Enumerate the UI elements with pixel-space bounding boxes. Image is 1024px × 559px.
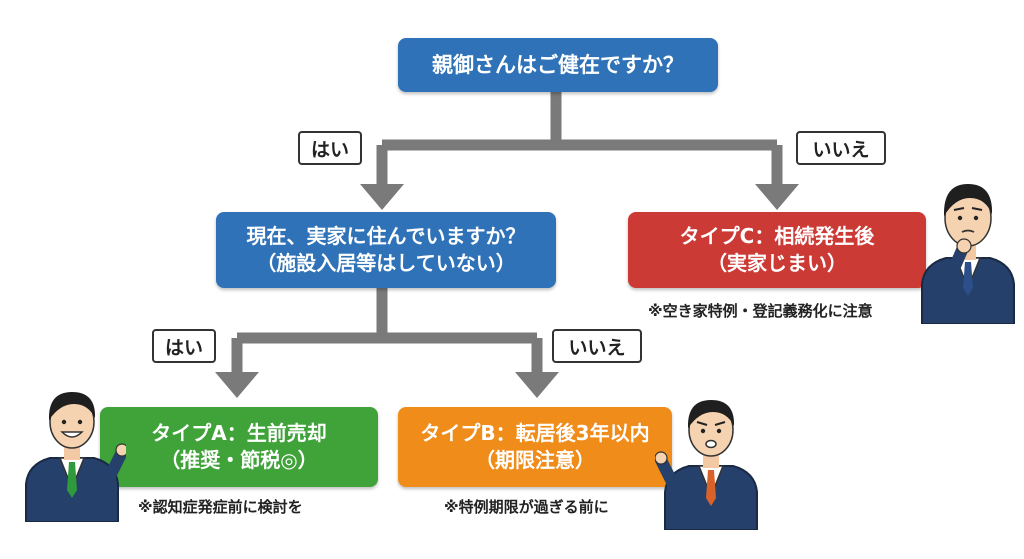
type-a-note: ※認知症発症前に検討を xyxy=(138,498,303,516)
type-b-box: タイプB：転居後3年以内 （期限注意） xyxy=(398,407,672,487)
type-a-box: タイプA：生前売却 （推奨・節税◎） xyxy=(100,407,378,487)
connector-q2-split xyxy=(237,288,537,344)
type-a-line2: （推奨・節税◎） xyxy=(160,448,318,472)
yes-label-q1: はい xyxy=(298,131,362,165)
person-thinking-icon xyxy=(921,184,1015,324)
type-b-line2: （期限注意） xyxy=(475,448,595,472)
no-label-q2: いいえ xyxy=(552,329,642,363)
question-living-home-box: 現在、実家に住んでいますか？ （施設入居等はしていない） xyxy=(216,212,556,288)
question-parent-alive-box: 親御さんはご健在ですか？ xyxy=(398,38,718,92)
type-c-box: タイプC：相続発生後 （実家じまい） xyxy=(628,212,926,288)
person-smiling-pointing-icon xyxy=(25,392,126,522)
question-living-home-line1: 現在、実家に住んでいますか？ xyxy=(246,224,526,248)
arrowhead-q2-yes xyxy=(215,372,259,398)
question-parent-alive-text: 親御さんはご健在ですか？ xyxy=(432,52,684,77)
arrowhead-q2-no xyxy=(515,372,559,398)
type-b-line1: タイプB：転居後3年以内 xyxy=(420,421,650,445)
type-c-line2: （実家じまい） xyxy=(707,251,847,275)
arrowhead-q1-no xyxy=(755,184,799,210)
arrowhead-q1-yes xyxy=(360,184,404,210)
connector-q1-split xyxy=(382,92,777,151)
no-label-q1: いいえ xyxy=(796,131,886,165)
type-c-line1: タイプC：相続発生後 xyxy=(679,224,875,248)
question-living-home-line2: （施設入居等はしていない） xyxy=(256,251,516,275)
type-a-line1: タイプA：生前売却 xyxy=(151,421,327,445)
person-worried-pointing-icon xyxy=(655,400,758,530)
yes-label-q2: はい xyxy=(152,329,216,363)
type-c-note: ※空き家特例・登記義務化に注意 xyxy=(648,302,873,320)
type-b-note: ※特例期限が過ぎる前に xyxy=(444,498,609,516)
